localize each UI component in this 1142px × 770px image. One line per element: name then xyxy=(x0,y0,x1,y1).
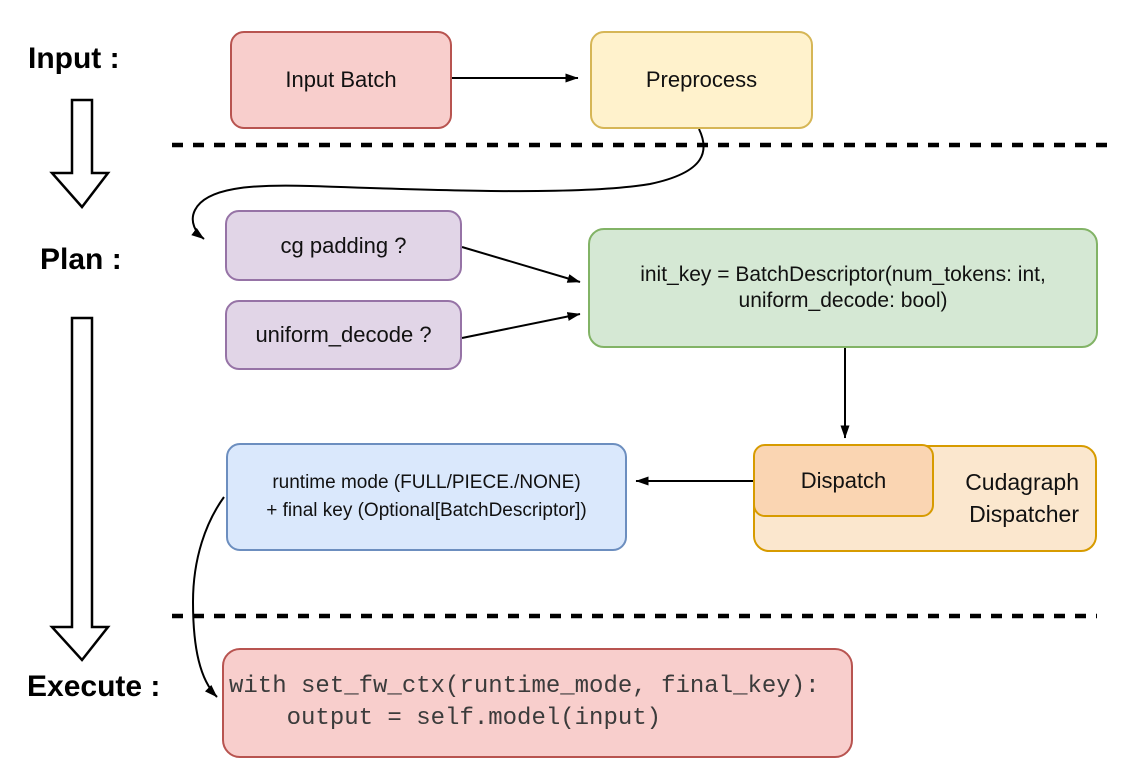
node-cudagraph-dispatcher-line1: Cudagraph xyxy=(965,469,1079,496)
node-execute-code-line1: with set_fw_ctx(runtime_mode, final_key)… xyxy=(229,673,820,700)
node-init-key: init_key = BatchDescriptor(num_tokens: i… xyxy=(588,228,1098,348)
node-input-batch: Input Batch xyxy=(230,31,452,129)
node-cg-padding: cg padding ? xyxy=(225,210,462,281)
arrow-cgpadding-to-initkey xyxy=(461,246,581,283)
node-dispatch: Dispatch xyxy=(753,444,934,517)
node-init-key-line2: uniform_decode: bool) xyxy=(738,289,948,312)
node-input-batch-label: Input Batch xyxy=(285,67,397,93)
node-uniform-decode-label: uniform_decode ? xyxy=(255,322,432,348)
node-execute-code: with set_fw_ctx(runtime_mode, final_key)… xyxy=(222,648,853,758)
node-runtime-mode-line2: + final key (Optional[BatchDescriptor]) xyxy=(266,500,587,521)
node-preprocess: Preprocess xyxy=(590,31,813,129)
node-preprocess-label: Preprocess xyxy=(645,67,758,93)
node-execute-code-line2: output = self.model(input) xyxy=(229,705,662,732)
node-runtime-mode: runtime mode (FULL/PIECE./NONE) + final … xyxy=(226,443,627,551)
stage-label-execute: Execute : xyxy=(27,670,161,703)
arrow-uniformdecode-to-initkey xyxy=(461,312,581,339)
node-dispatch-label: Dispatch xyxy=(800,467,887,493)
node-runtime-mode-line1: runtime mode (FULL/PIECE./NONE) xyxy=(272,472,581,494)
node-cudagraph-dispatcher-line2: Dispatcher xyxy=(969,500,1079,527)
arrow-runtimemode-to-code xyxy=(191,496,225,698)
stage-label-input: Input : xyxy=(28,42,120,75)
hollow-arrow-input-to-plan xyxy=(49,98,111,209)
stage-label-plan: Plan : xyxy=(40,243,122,276)
node-init-key-line1: init_key = BatchDescriptor(num_tokens: i… xyxy=(640,262,1046,286)
node-uniform-decode: uniform_decode ? xyxy=(225,300,462,370)
node-cg-padding-label: cg padding ? xyxy=(280,232,407,258)
hollow-arrow-plan-to-execute xyxy=(49,316,111,662)
